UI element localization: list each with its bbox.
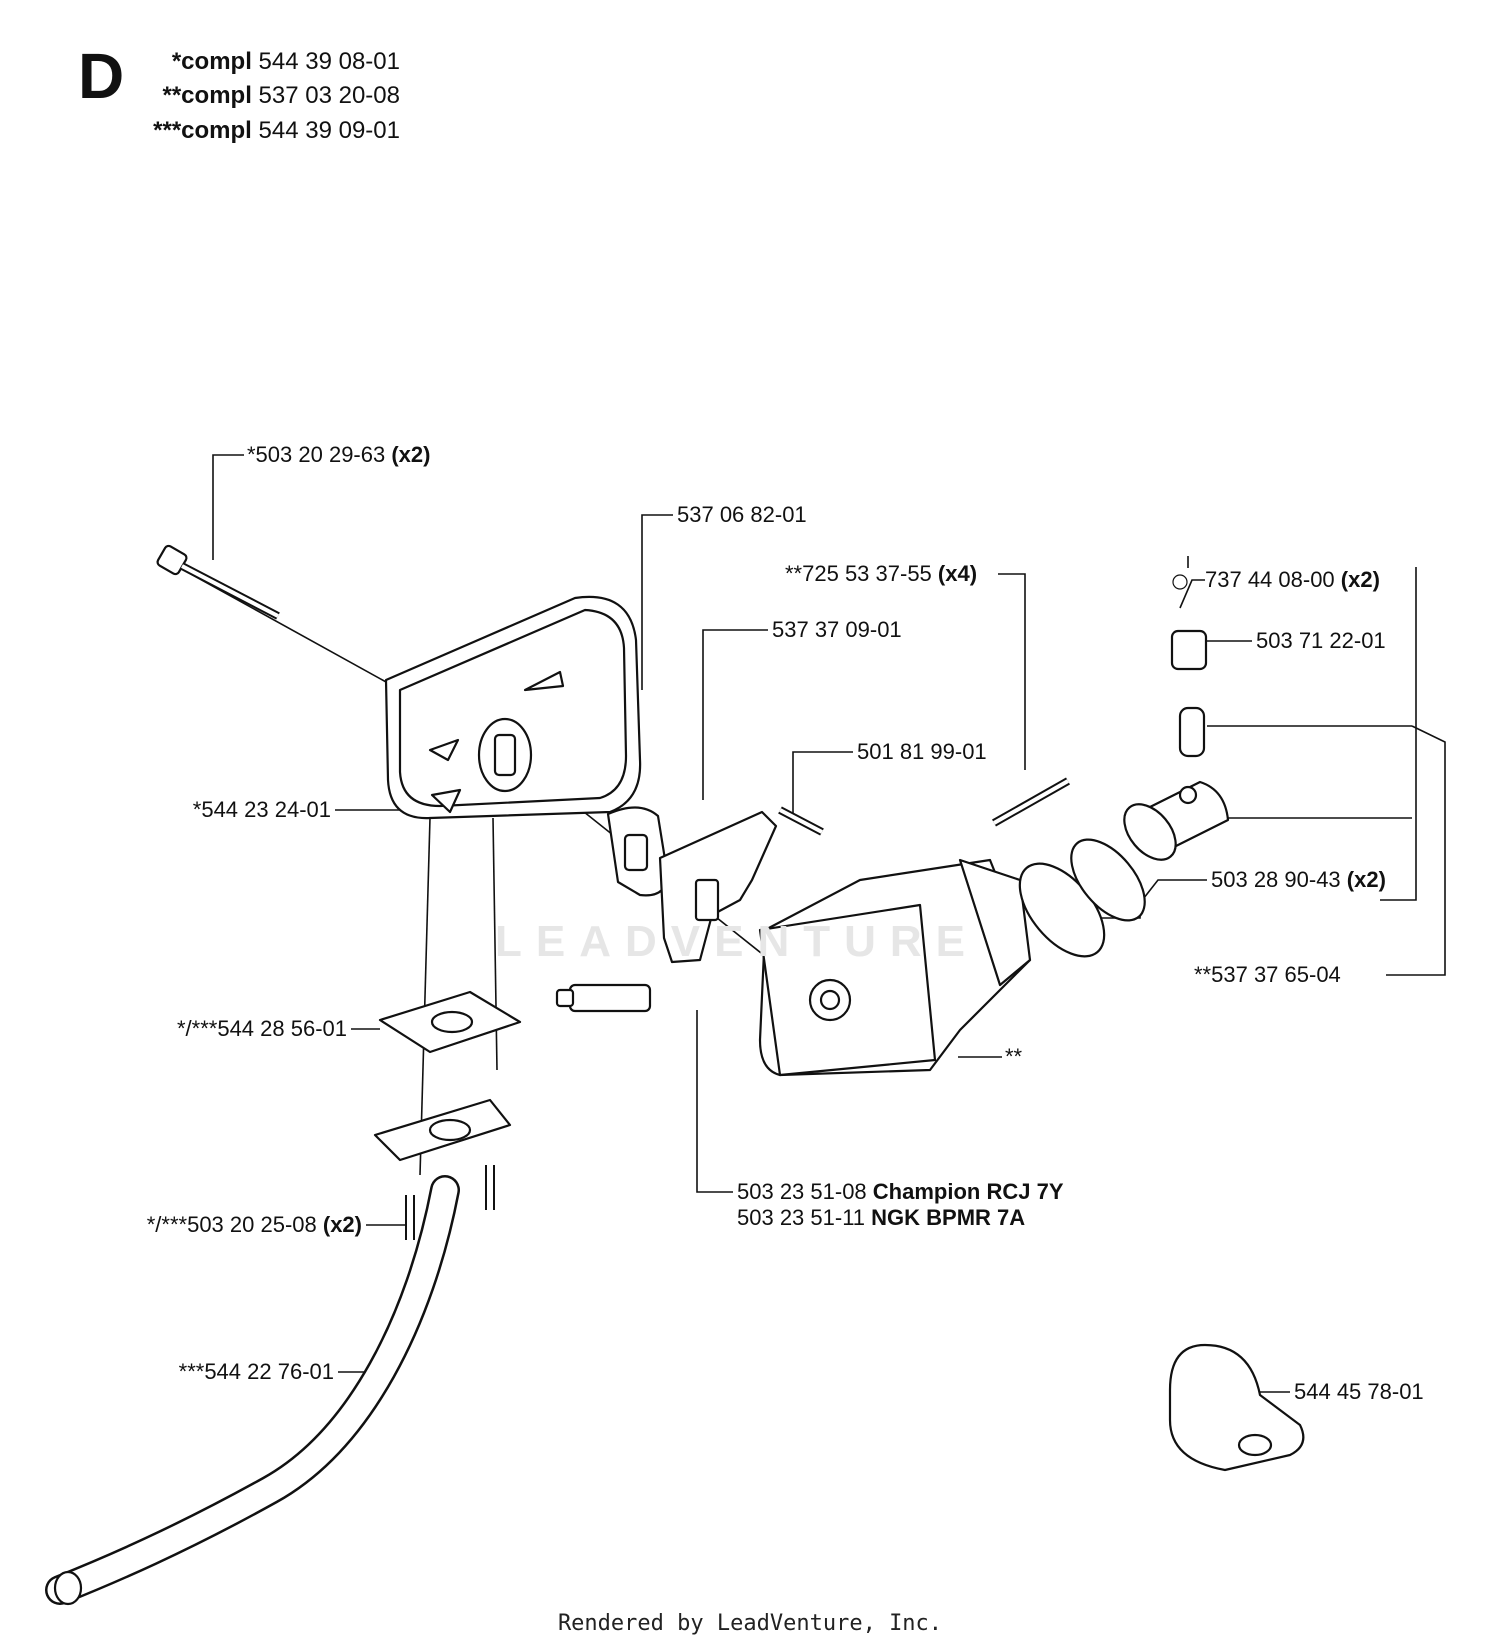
kit-row-2: **compl 537 03 20-08: [162, 82, 401, 109]
label-clamp: 544 45 78-01: [1294, 1379, 1424, 1405]
plate-drawing: [658, 810, 778, 964]
label-cylinder: **: [1005, 1044, 1023, 1070]
label-screw: 501 81 99-01: [857, 739, 987, 765]
pin-bearing-drawing: [1170, 556, 1208, 758]
pipe-drawing: [45, 1175, 460, 1606]
label-bolt: *503 20 29-63 (x2): [247, 442, 431, 468]
screws-drawing: [405, 777, 1070, 1240]
kit-row-1: *compl 544 39 08-01: [171, 48, 400, 75]
label-spark-plug-2: 503 23 51-11 NGK BPMR 7A: [737, 1205, 1026, 1231]
label-bearing: 503 71 22-01: [1256, 628, 1386, 654]
label-spark-plug-1: 503 23 51-08 Champion RCJ 7Y: [737, 1179, 1064, 1205]
footer-credit: Rendered by LeadVenture, Inc.: [557, 1611, 943, 1636]
label-gasket: 537 06 82-01: [677, 502, 807, 528]
kit-row-3: ***compl 544 39 09-01: [153, 117, 400, 144]
muffler-drawing: [384, 595, 642, 820]
lower-gaskets-drawing: [373, 990, 522, 1162]
piston-drawing: [1018, 780, 1230, 958]
section-letter: D: [78, 40, 125, 112]
label-screw-lower: */***503 20 25-08 (x2): [40, 1212, 362, 1238]
label-gasket-lower: */***544 28 56-01: [100, 1016, 347, 1042]
bolt-drawing: [156, 544, 280, 620]
watermark: LEADVENTURE: [495, 917, 980, 966]
spark-plug-drawing: [555, 983, 652, 1013]
label-muffler: *544 23 24-01: [133, 797, 331, 823]
label-screw-x4: **725 53 37-55 (x4): [785, 561, 978, 587]
label-plate: 537 37 09-01: [772, 617, 902, 643]
cylinder-drawing: [758, 858, 1032, 1077]
label-cylinder-kit: **537 37 65-04: [1194, 962, 1341, 988]
label-circlip: 737 44 08-00 (x2): [1205, 567, 1380, 593]
label-rings: 503 28 90-43 (x2): [1211, 867, 1386, 893]
label-pipe: ***544 22 76-01: [120, 1359, 334, 1385]
clamp-drawing: [1168, 1343, 1305, 1472]
gasket-drawing: [606, 806, 670, 897]
